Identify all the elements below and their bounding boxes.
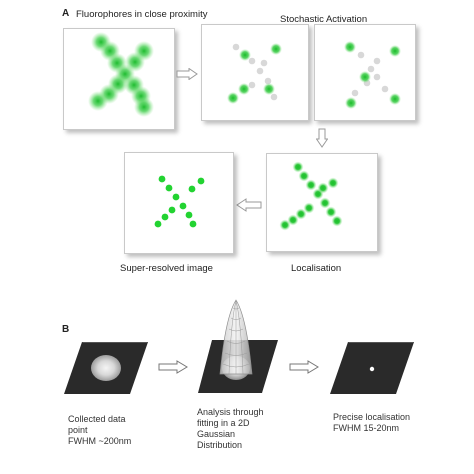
arrow-right-icon-b1 — [158, 360, 188, 374]
caption-precise-localisation: Precise localisation FWHM 15-20nm — [333, 412, 411, 433]
super-resolved-image — [124, 152, 234, 254]
arrow-left-icon — [236, 198, 262, 212]
arrow-right-icon-b2 — [289, 360, 319, 374]
caption-collected-data: Collected data point FWHM ~200nm — [68, 414, 132, 446]
activation-image-1 — [201, 24, 309, 121]
gaussian-fit-tile — [198, 299, 278, 393]
title-fluorophores: Fluorophores in close proximity — [76, 9, 208, 20]
fluorophores-image — [63, 28, 175, 130]
panel-a-letter: A — [62, 8, 70, 19]
fluorophores-svg — [88, 32, 154, 117]
collected-data-tile — [64, 342, 148, 394]
caption-gaussian-fit: Analysis through fitting in a 2D Gaussia… — [197, 407, 264, 450]
localisation-image — [266, 153, 378, 252]
arrow-down-icon — [316, 128, 328, 148]
activation-image-2 — [314, 24, 416, 121]
panel-b-letter: B — [62, 324, 70, 335]
precise-localisation-tile — [330, 342, 414, 394]
title-stochastic-activation: Stochastic Activation — [280, 14, 368, 25]
label-localisation: Localisation — [291, 263, 342, 274]
arrow-right-icon — [176, 68, 198, 80]
label-super-resolved: Super-resolved image — [120, 263, 213, 274]
